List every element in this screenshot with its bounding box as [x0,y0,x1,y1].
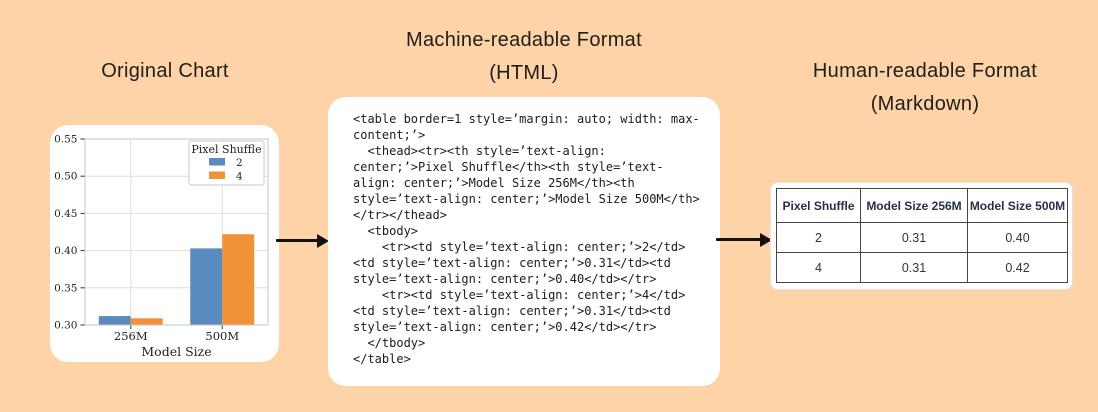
svg-text:Model Size: Model Size [141,344,211,359]
arrow-chart-to-html-line [276,239,319,242]
svg-text:0.40: 0.40 [54,245,77,257]
code-line: </table> [353,352,411,366]
right-panel-title: Human-readable Format (Markdown) [755,55,1095,121]
table-header-cell: Model Size 256M [860,188,968,223]
svg-text:0.45: 0.45 [54,208,77,220]
middle-panel-title-line1: Machine-readable Format [406,29,642,51]
left-panel-title: Original Chart [40,55,290,88]
table-cell: 0.31 [860,252,968,283]
code-line: <thead><tr><th style=’text-align: [353,144,606,158]
svg-text:0.30: 0.30 [54,320,77,332]
table-cell: 0.40 [967,222,1068,253]
table-cell: 0.42 [967,252,1068,283]
markdown-table-card: Pixel Shuffle Model Size 256M Model Size… [770,182,1073,290]
arrow-html-to-markdown-head [760,232,772,247]
table-row: 4 0.31 0.42 [776,252,1068,283]
table-header-cell: Pixel Shuffle [776,188,861,223]
code-line: <tbody> [353,224,419,238]
arrow-html-to-markdown-line [716,238,762,241]
table-row: 2 0.31 0.40 [776,222,1068,253]
code-line: style=’text-align: center;’>0.42</td></t… [353,320,657,334]
svg-text:Pixel Shuffle: Pixel Shuffle [191,143,261,156]
code-line: </tr></thead> [353,208,447,222]
svg-text:0.35: 0.35 [54,282,77,294]
code-line: <td style=’text-align: center;’>0.31</td… [353,256,671,270]
right-panel-title-line1: Human-readable Format [812,60,1038,82]
right-panel-title-line2: (Markdown) [870,93,980,115]
svg-text:256M: 256M [114,329,148,343]
code-line: content;’> [353,128,426,142]
table-cell: 2 [776,222,861,253]
code-line: center;’>Pixel Shuffle</th><th style=’te… [353,160,664,174]
table-header-row: Pixel Shuffle Model Size 256M Model Size… [776,188,1068,223]
code-line: style=’text-align: center;’>0.40</td></t… [353,272,657,286]
code-line: style=’text-align: center;’>Model Size 5… [353,192,700,206]
arrow-chart-to-html-head [317,233,329,248]
code-line: <tr><td style=’text-align: center;’>4</t… [353,288,686,302]
code-line: <td style=’text-align: center;’>0.31</td… [353,304,671,318]
svg-text:0.50: 0.50 [54,171,77,183]
middle-panel-title: Machine-readable Format (HTML) [349,24,699,90]
code-line: <table border=1 style=’margin: auto; wid… [353,112,700,126]
svg-text:4: 4 [236,171,243,183]
html-code-block: <table border=1 style=’margin: auto; wid… [353,111,700,367]
svg-text:0.55: 0.55 [54,134,77,146]
svg-text:500M: 500M [205,329,239,343]
table-cell: 4 [776,252,861,283]
code-line: align: center;’>Model Size 256M</th><th [353,176,635,190]
html-code-card: <table border=1 style=’margin: auto; wid… [328,97,720,386]
table-header-cell: Model Size 500M [967,188,1068,223]
left-panel-title-text: Original Chart [101,60,229,82]
svg-text:2: 2 [236,157,243,169]
rendered-table: Pixel Shuffle Model Size 256M Model Size… [776,188,1068,283]
code-line: </tbody> [353,336,426,350]
code-line: <tr><td style=’text-align: center;’>2</t… [353,240,686,254]
middle-panel-title-line2: (HTML) [489,62,559,84]
table-cell: 0.31 [860,222,968,253]
